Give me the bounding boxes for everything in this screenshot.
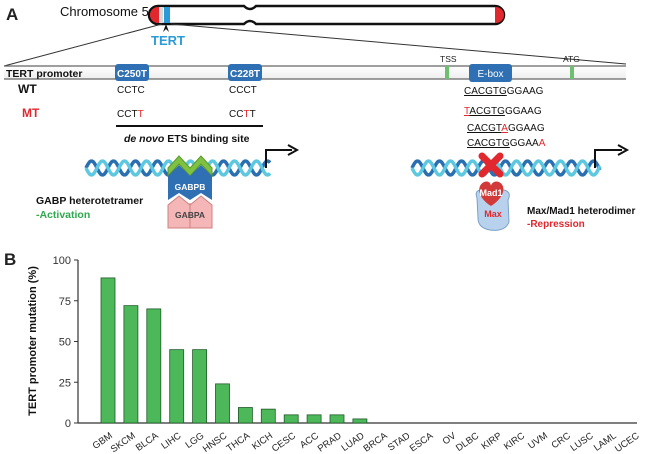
- bar-skcm: [123, 305, 139, 424]
- bar-lihc: [169, 349, 185, 424]
- x-tick-label: BRCA: [362, 430, 390, 454]
- panel-b-label: B: [4, 250, 16, 269]
- c250t-box: [115, 64, 149, 81]
- x-tick-label: LUAD: [340, 430, 367, 454]
- c250t-label: C250T: [117, 69, 147, 80]
- blocked-x-icon: [478, 152, 504, 178]
- transcription-arrow-right-icon: [594, 149, 622, 168]
- x-tick-label: KIRC: [502, 430, 527, 452]
- y-axis-label: TERT promoter mutation (%): [27, 266, 39, 416]
- y-tick-label: 0: [65, 418, 71, 430]
- bar-kich: [260, 408, 276, 424]
- mt-seq-c228: CCTT: [229, 109, 256, 120]
- x-tick-label: PRAD: [316, 430, 344, 454]
- x-tick-label: BLCA: [134, 430, 161, 454]
- c228t-label: C228T: [230, 69, 260, 80]
- gabp-effect-label: -Activation: [36, 209, 90, 221]
- bar-blca: [146, 308, 162, 424]
- bar-cesc: [283, 414, 299, 424]
- ebox-mt-seq-1: TACGTGGGAAG: [464, 106, 542, 117]
- x-tick-label: HNSC: [201, 430, 229, 454]
- x-tick-label: UVM: [526, 430, 550, 451]
- x-tick-label: ESCA: [408, 430, 436, 454]
- x-tick-label: LUSC: [569, 430, 596, 454]
- tert-promoter-label: TERT promoter: [6, 68, 82, 80]
- y-tick-label: 100: [53, 255, 71, 267]
- ebox-mt-seq-3: CACGTGGGAAA: [467, 138, 546, 149]
- chromosome-label: Chromosome 5: [60, 4, 149, 19]
- maxmad-complex-label: Max/Mad1 heterodimer: [527, 206, 635, 217]
- ets-site-label: de novo ETS binding site: [124, 133, 250, 145]
- c228t-box: [228, 64, 262, 81]
- panel-a-label: A: [6, 5, 18, 24]
- x-tick-label: STAD: [386, 430, 413, 453]
- tert-locus-band: [164, 7, 170, 23]
- bar-gbm: [100, 277, 116, 424]
- tert-promoter-bar: [4, 65, 626, 80]
- bar-acc: [306, 414, 322, 424]
- y-tick-label: 50: [59, 337, 71, 349]
- max-label: Max: [484, 209, 502, 219]
- bar-prad: [329, 414, 345, 424]
- tert-arrow-icon: [163, 24, 169, 32]
- wt-label: WT: [18, 82, 37, 96]
- x-tick-label: LIHC: [159, 430, 183, 452]
- x-tick-label: THCA: [225, 430, 253, 454]
- dna-helix-right: [410, 159, 602, 177]
- wt-seq-c228: CCCT: [229, 85, 257, 96]
- gabpa-label: GABPA: [175, 210, 205, 220]
- x-tick-label: UCEC: [613, 430, 641, 454]
- maxmad-effect-label: -Repression: [527, 219, 585, 230]
- gabp-complex-label: GABP heterotetramer: [36, 195, 143, 207]
- gabpb-label: GABPB: [175, 182, 206, 192]
- mt-seq-c250: CCTT: [117, 109, 144, 120]
- bar-lgg: [192, 349, 208, 424]
- x-tick-label: DLBC: [454, 430, 481, 454]
- ebox-wt-seq: CACGTGGGAAG: [464, 86, 544, 97]
- ebox-box: [469, 64, 512, 82]
- tss-marker: [445, 66, 449, 79]
- max-mad1-complex-icon: [475, 181, 510, 231]
- mad1-label: Mad1: [479, 188, 502, 198]
- x-tick-label: KIRP: [480, 430, 504, 452]
- x-tick-label: SKCM: [109, 430, 138, 454]
- x-tick-label: CRC: [550, 430, 573, 451]
- x-tick-label: LAML: [592, 430, 619, 453]
- atg-marker: [570, 66, 574, 79]
- transcription-arrow-left-icon: [265, 149, 292, 168]
- tss-label: TSS: [440, 54, 457, 64]
- y-tick-label: 25: [59, 377, 71, 389]
- ebox-mt-seq-2: CACGTAGGAAG: [467, 123, 545, 134]
- mt-label: MT: [22, 106, 40, 120]
- bar-luad: [352, 418, 368, 424]
- y-tick-label: 75: [59, 296, 71, 308]
- ebox-sequences: CACGTGGGAAG TACGTGGGAAG CACGTAGGAAG CACG…: [464, 86, 546, 149]
- bar-hnsc: [215, 383, 230, 424]
- wt-seq-c250: CCTC: [117, 85, 145, 96]
- bar-thca: [237, 407, 253, 424]
- ebox-label: E-box: [477, 69, 503, 80]
- atg-label: ATG: [563, 54, 580, 64]
- x-tick-label: CESC: [270, 430, 298, 454]
- chromosome-5: [147, 4, 506, 26]
- gabp-complex-icon: [167, 155, 213, 229]
- tert-gene-label: TERT: [151, 33, 185, 48]
